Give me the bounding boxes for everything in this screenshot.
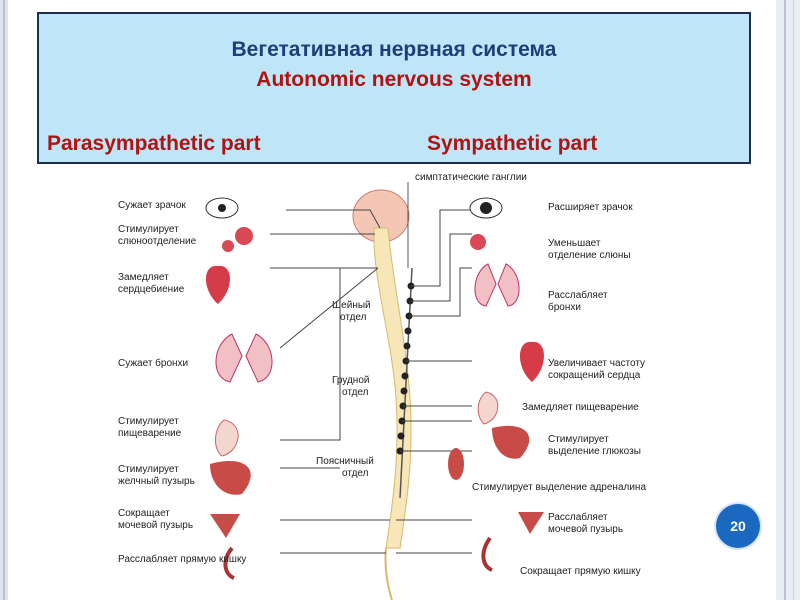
right-effect-2-line-1: Уменьшает [548, 238, 601, 249]
right-effect-7-line-1: Стимулирует выделение адреналина [472, 482, 646, 493]
right-effect-3-line-2: бронхи [548, 301, 581, 313]
left-organs [205, 197, 273, 580]
left-effect-6-line-1: Стимулирует [118, 464, 179, 475]
left-effect-7-line-2: мочевой пузырь [118, 520, 193, 531]
parasympathetic-heading: Parasympathetic part [47, 132, 261, 155]
slide-frame-right-line-2 [793, 0, 794, 600]
right-effect-2-line-2: отделение слюны [548, 250, 631, 261]
eye-icon [205, 197, 239, 219]
left-effect-5-line-2: пищеварение [118, 428, 182, 439]
left-effect-8-line-1: Расслабляет прямую кишку [118, 553, 246, 565]
title-box: Вегетативная нервная система Autonomic n… [37, 12, 751, 164]
ganglion [404, 327, 412, 335]
right-effect-6-line-2: выделение глюкозы [548, 446, 641, 457]
slide-title-russian: Вегетативная нервная система [231, 38, 557, 61]
ganglion [403, 342, 411, 350]
thoracic-label-1: Грудной [332, 375, 369, 386]
eye-icon [469, 197, 503, 219]
right-effect-5-line-1: Замедляет пищеварение [522, 402, 639, 413]
lungs-icon [474, 263, 520, 307]
slide-frame-right-line [784, 0, 786, 600]
right-effect-8-line-2: мочевой пузырь [548, 524, 623, 535]
ganglion [400, 387, 408, 395]
right-effect-8-line-1: Расслабляет [548, 511, 608, 523]
right-organs [448, 197, 544, 572]
right-effect-6-line-1: Стимулирует [548, 434, 609, 445]
right-effect-9-line-1: Сокращает прямую кишку [520, 566, 641, 577]
thoracic-label-2: отдел [342, 387, 369, 398]
liver-icon [492, 425, 530, 459]
slide-title-english: Autonomic nervous system [256, 68, 532, 91]
sympathetic-heading: Sympathetic part [427, 132, 598, 155]
slide-frame-left-line [3, 0, 5, 600]
liver-icon [210, 460, 251, 495]
left-effect-1-line-1: Сужает зрачок [118, 200, 186, 211]
right-effect-labels: Расширяет зрачок Уменьшает отделение слю… [472, 202, 646, 577]
right-effect-3-line-1: Расслабляет [548, 289, 608, 301]
slide-frame-right [776, 0, 800, 600]
ganglion [401, 372, 409, 380]
rectum-icon [481, 536, 493, 572]
heart-icon [206, 265, 230, 304]
cervical-label-2: отдел [340, 312, 367, 323]
slide-number-badge: 20 [716, 504, 760, 548]
lumbar-label-1: Поясничный [316, 456, 374, 467]
lumbar-label-2: отдел [342, 468, 369, 479]
salivary-gland-icon [222, 227, 253, 252]
rectum-icon [223, 546, 235, 580]
sympathetic-chain [399, 267, 413, 499]
heart-icon [520, 341, 544, 382]
ganglia-nodes [396, 282, 415, 455]
parasympathetic-nerves [270, 209, 390, 554]
left-effect-6-line-2: желчный пузырь [118, 476, 195, 487]
left-effect-2-line-2: слюноотделение [118, 236, 197, 247]
left-effect-labels: Сужает зрачок Стимулирует слюноотделение… [118, 200, 246, 565]
ganglion [397, 432, 405, 440]
right-effect-4-line-1: Увеличивает частоту [548, 358, 645, 369]
stomach-icon [215, 419, 239, 457]
spine-section-labels: Шейный отдел Грудной отдел Поясничный от… [316, 300, 374, 479]
ganglia-label: симптатические ганглии [415, 172, 527, 183]
left-effect-5-line-1: Стимулирует [118, 416, 179, 427]
autonomic-nervous-system-diagram: симптатические ганглии Шейный отдел Груд… [118, 172, 646, 600]
cervical-label-1: Шейный [332, 300, 371, 311]
adrenal-gland-icon [448, 448, 464, 480]
spinal-tail [384, 547, 393, 600]
ganglia-label-group: симптатические ганглии [407, 172, 527, 268]
left-effect-3-line-1: Замедляет [118, 272, 169, 283]
left-effect-7-line-1: Сокращает [118, 508, 170, 519]
bladder-icon [210, 514, 240, 538]
salivary-gland-icon [470, 234, 486, 250]
stomach-icon [477, 391, 499, 425]
left-effect-2-line-1: Стимулирует [118, 224, 179, 235]
right-effect-4-line-2: сокращений сердца [548, 370, 641, 381]
left-effect-3-line-2: сердцебиение [118, 283, 185, 295]
left-effect-4-line-1: Сужает бронхи [118, 357, 188, 369]
bladder-icon [518, 512, 544, 534]
right-effect-1-line-1: Расширяет зрачок [548, 202, 633, 213]
lungs-icon [215, 333, 273, 383]
